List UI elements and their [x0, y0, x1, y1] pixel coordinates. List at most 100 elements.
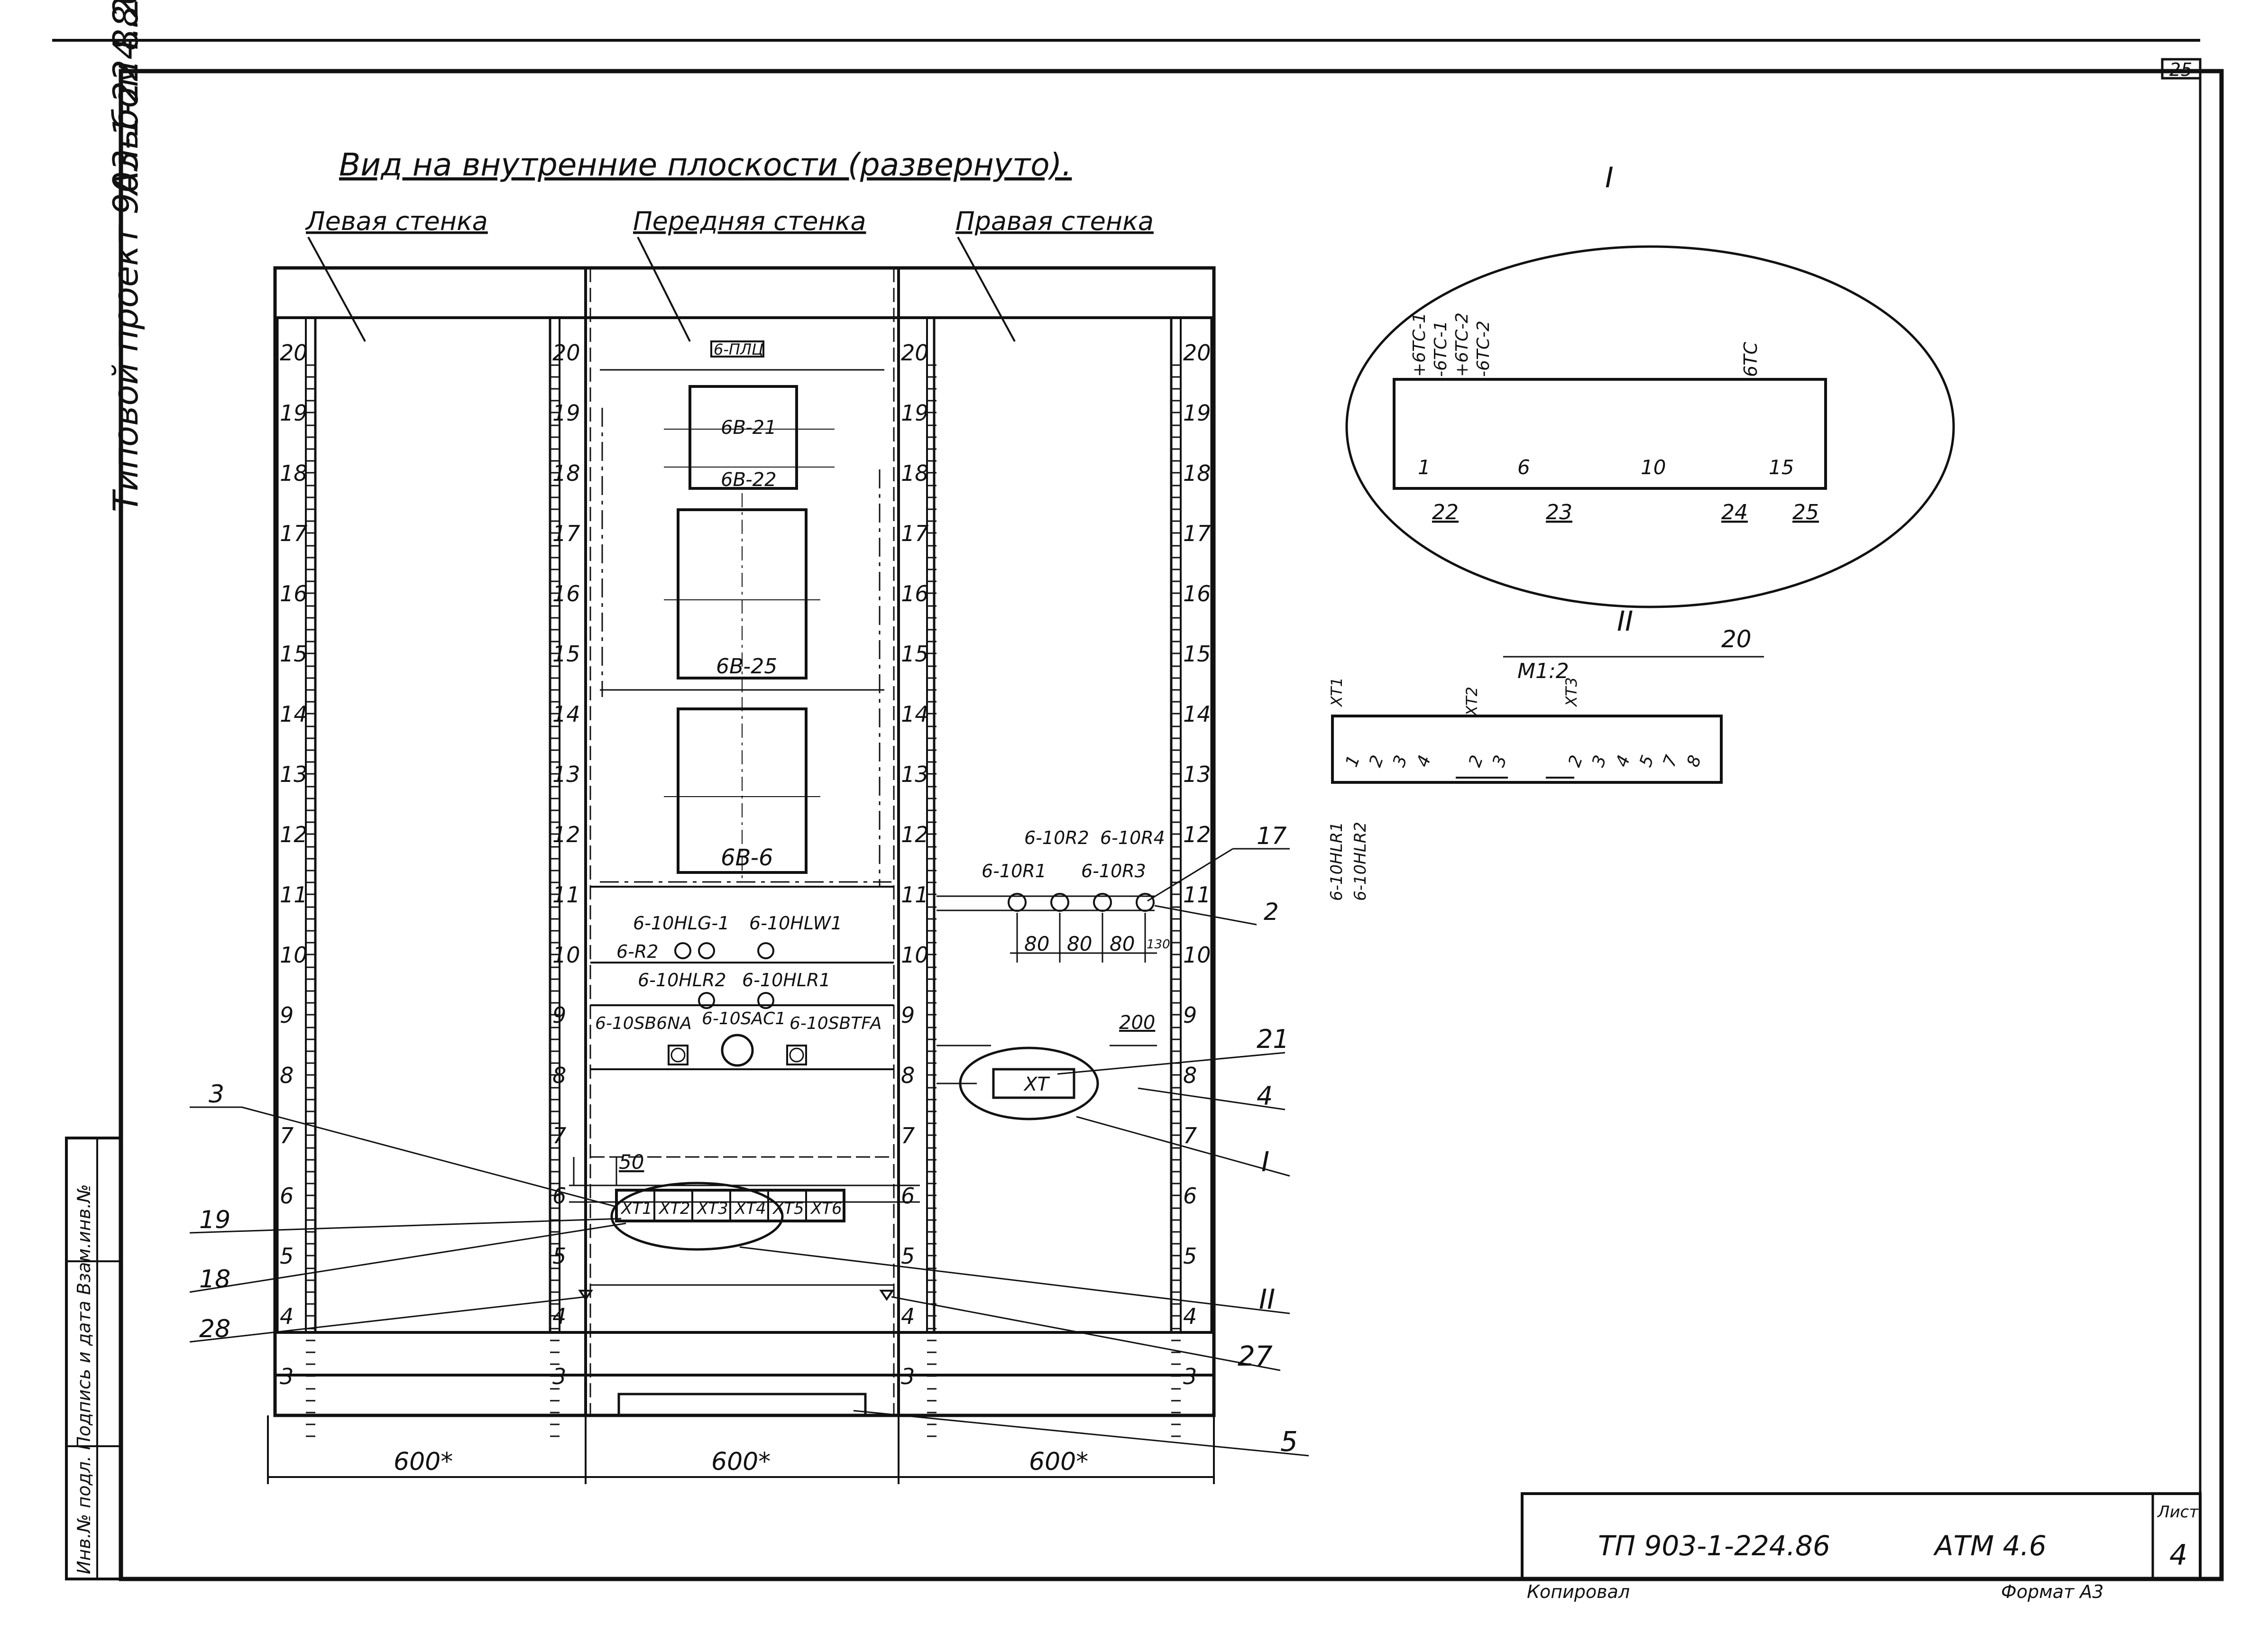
svg-text:10: 10 [1641, 456, 1666, 479]
scale-number: 5 [280, 1243, 294, 1269]
svg-text:3: 3 [1489, 753, 1511, 770]
terminal-xt5: XT5 [772, 1199, 804, 1218]
scale-number: 18 [280, 460, 308, 486]
scale-number: 4 [552, 1303, 566, 1329]
scale-number: 12 [1183, 822, 1211, 847]
resistor-r4 [1136, 893, 1155, 912]
scale-number: 15 [552, 641, 580, 667]
scale-number: 6 [1183, 1183, 1197, 1209]
dim-600-2: 600* [711, 1448, 771, 1476]
scale-number: 6 [901, 1183, 915, 1209]
svg-text:2: 2 [1366, 753, 1387, 770]
label-hlr2: 6-10HLR2 [638, 970, 726, 991]
lamp-hlr1 [757, 992, 774, 1009]
lamp-hlg [698, 942, 715, 959]
scale-number: 16 [1183, 581, 1211, 606]
spacing-4: 130 [1147, 937, 1170, 952]
page-number: 25 [2169, 59, 2192, 80]
left-wall-title: Левая стенка [305, 206, 488, 236]
scale-number: 5 [901, 1243, 915, 1269]
format-label: Формат А3 [2001, 1581, 2103, 1602]
album-label: Альбом 8.2 [106, 0, 146, 196]
spacing-3: 80 [1110, 932, 1135, 955]
project-title: Типовой проект 903-1-224.86 [106, 0, 146, 512]
callouts: 3 19 18 28 27 5 17 2 21 4 I II [189, 822, 1309, 1458]
scale-number: 13 [901, 762, 929, 787]
device-6b22: 6B-22 [721, 469, 777, 491]
label-sb: 6-10SB6NA [595, 1014, 692, 1033]
svg-text:8: 8 [1683, 753, 1705, 770]
scale-number: 17 [901, 521, 929, 546]
svg-text:25: 25 [1792, 500, 1819, 524]
terminal-xt6: XT6 [810, 1199, 842, 1218]
switch-sac [721, 1034, 754, 1067]
scale-number: 11 [1183, 882, 1211, 908]
dim-600-1: 600* [394, 1448, 453, 1476]
svg-text:5: 5 [1280, 1425, 1298, 1458]
scale-number: 4 [1183, 1303, 1197, 1329]
scale-number: 9 [552, 1002, 566, 1028]
svg-text:-6TC-2: -6TC-2 [1474, 321, 1493, 377]
scale-number: 13 [1183, 762, 1211, 787]
lamp-hlr2 [698, 992, 715, 1009]
svg-text:XT3: XT3 [1562, 677, 1580, 707]
scale-number: 11 [552, 882, 580, 908]
scale-number: 19 [901, 400, 929, 426]
scale-number: 19 [1183, 400, 1211, 426]
front-wall-devices: 6-ПЛЦ 6B-21 6B-22 6B-25 6B-6 6-10HLG-1 6… [595, 340, 881, 1067]
button-sbt [786, 1045, 807, 1065]
side-stamp-text: Инв.№ подл. Подпись и дата Взам.инв.№ [73, 1184, 94, 1574]
scale-number: 8 [901, 1063, 915, 1088]
scale-number: 10 [552, 942, 580, 968]
lamp-hlw [757, 942, 774, 959]
scale-number: 10 [280, 942, 308, 968]
svg-text:6-10HLR2: 6-10HLR2 [1351, 822, 1370, 901]
device-6b25: 6B-25 [716, 654, 777, 679]
svg-text:20: 20 [1721, 625, 1752, 653]
scale-number: 16 [552, 581, 580, 606]
scale-number: 10 [901, 942, 929, 968]
scale-number: 13 [280, 762, 308, 787]
terminal-xt4: XT4 [734, 1199, 766, 1218]
svg-text:27: 27 [1238, 1340, 1273, 1372]
scale-number: 14 [901, 701, 929, 727]
svg-text:3: 3 [1589, 753, 1610, 770]
label-hlg: 6-10HLG-1 [633, 913, 729, 934]
scale-number: 17 [280, 521, 308, 546]
svg-text:4: 4 [1612, 753, 1634, 770]
svg-text:7: 7 [1660, 753, 1681, 770]
detail-I-outline [959, 1046, 1099, 1120]
device-6b6: 6B-6 [721, 844, 773, 871]
scale-number: 16 [280, 581, 308, 606]
scale-number: 3 [552, 1364, 566, 1389]
sheet-label: Лист [2157, 1503, 2199, 1522]
scale-number: 12 [901, 822, 929, 847]
terminal-xt1: XT1 [620, 1199, 652, 1218]
side-stamp [65, 1137, 122, 1580]
svg-text:21: 21 [1257, 1024, 1289, 1054]
device-plc: 6-ПЛЦ [714, 340, 763, 358]
doc-mark: АТМ 4.6 [1933, 1530, 2047, 1562]
dim-600-3: 600* [1029, 1448, 1088, 1476]
detail-II-outline [610, 1182, 784, 1251]
svg-text:15: 15 [1769, 456, 1794, 479]
sheet-frame [119, 69, 2224, 1581]
terminal-xt [992, 1068, 1075, 1099]
svg-text:2: 2 [1565, 753, 1587, 770]
front-wall-title: Передняя стенка [633, 206, 866, 236]
terminal-strip: XT1 XT2 XT3 XT4 XT5 XT6 50 [573, 1150, 845, 1251]
scale-number: 4 [901, 1303, 915, 1329]
device-6b21: 6B-21 [721, 417, 777, 439]
scale-number: 8 [280, 1063, 294, 1088]
dim-200: 200 [1119, 1012, 1155, 1034]
terminal-xt2: XT2 [658, 1199, 690, 1218]
scale-number: 20 [552, 340, 580, 366]
svg-text:I: I [1261, 1146, 1269, 1178]
svg-text:I: I [1605, 161, 1614, 194]
scale-number: 7 [552, 1123, 566, 1148]
svg-text:4: 4 [1413, 753, 1435, 770]
svg-text:M1:2: M1:2 [1517, 659, 1569, 683]
svg-text:22: 22 [1432, 500, 1459, 524]
scale-number: 20 [280, 340, 308, 366]
